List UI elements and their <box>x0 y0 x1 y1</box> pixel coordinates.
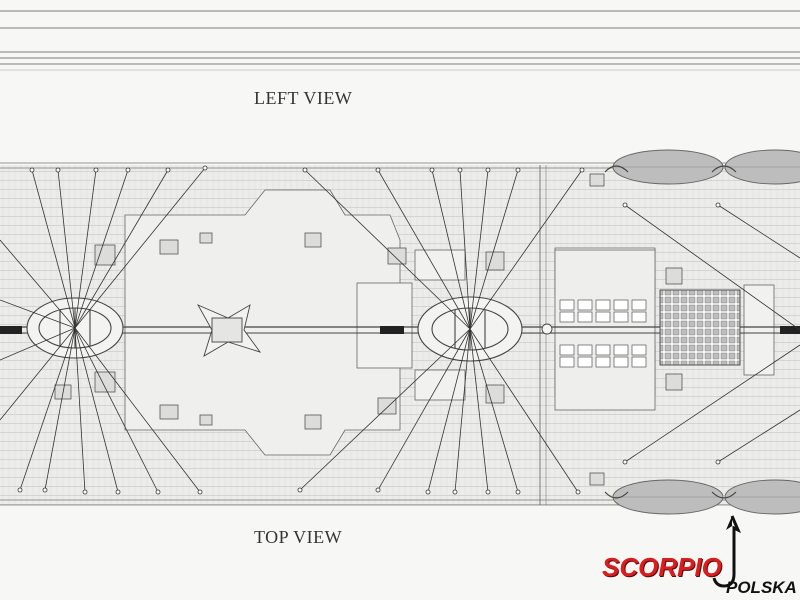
grating <box>659 289 741 366</box>
cabin-skylights <box>559 299 647 368</box>
deck-structures <box>124 189 775 456</box>
star-hatch <box>196 304 262 357</box>
ships-boats <box>612 149 800 515</box>
left-view-lines <box>0 10 800 71</box>
deck-fittings <box>54 173 683 486</box>
rigging-lines <box>0 167 800 493</box>
boat-davits <box>604 165 737 499</box>
left-view-title: LEFT VIEW <box>254 88 353 108</box>
scorpio-logo: SCORPIO POLSKA <box>598 512 800 600</box>
brand-subname: POLSKA <box>726 578 797 597</box>
top-view-title: TOP VIEW <box>254 527 343 547</box>
brand-name: SCORPIO <box>602 552 722 582</box>
rigging-belay-points <box>17 165 721 495</box>
scorpion-tail-icon <box>712 515 741 588</box>
